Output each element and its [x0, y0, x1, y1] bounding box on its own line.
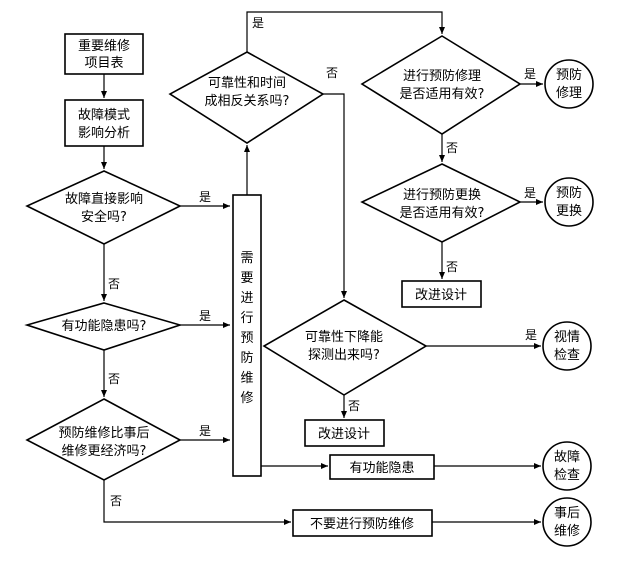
node-q-pm-replace: 进行预防更换 是否适用有效? [360, 163, 522, 243]
edge-economic-no [103, 480, 291, 525]
node-post-repair: 事后 维修 [542, 497, 592, 547]
post-repair-line1: 事后 [554, 506, 580, 521]
label-yes-pmrepair: 是 [524, 67, 536, 81]
improve-design-2-text: 改进设计 [318, 427, 370, 442]
important-items-line2: 项目表 [84, 56, 123, 71]
q-pmrepair-line2: 是否适用有效? [400, 87, 485, 102]
node-q-reliability-time: 可靠性和时间 成相反关系吗? [168, 51, 325, 144]
edge-reltime-yes [246, 11, 445, 52]
fmea-line1: 故障模式 [78, 108, 130, 123]
fault-check-line2: 检查 [554, 468, 580, 483]
node-visual-check: 视情 检查 [542, 321, 592, 371]
need-pm-char-4: 行 [240, 311, 253, 326]
q-reltime-line2: 成相反关系吗? [205, 94, 290, 109]
fmea-line2: 影响分析 [78, 125, 130, 141]
label-no-economic: 否 [110, 494, 122, 508]
label-yes-safety: 是 [199, 190, 211, 204]
need-pm-char-5: 预 [240, 331, 253, 346]
node-q-hidden: 有功能隐患吗? [24, 302, 183, 351]
pm-replace-line2: 更换 [556, 204, 582, 219]
pm-replace-line1: 预防 [556, 185, 582, 201]
need-pm-char-7: 维 [240, 371, 253, 386]
label-yes-detect: 是 [525, 328, 537, 342]
node-q-pm-repair: 进行预防修理 是否适用有效? [360, 35, 522, 135]
node-no-pm: 不要进行预防维修 [292, 509, 433, 537]
node-q-detect: 可靠性下降能 探测出来吗? [262, 299, 428, 396]
node-fmea: 故障模式 影响分析 [64, 99, 144, 147]
q-safety-line2: 安全吗? [81, 209, 127, 225]
important-items-line1: 重要维修 [78, 38, 130, 54]
pm-repair-line2: 修理 [556, 86, 582, 101]
need-pm-char-2: 要 [240, 271, 253, 286]
node-hidden-function: 有功能隐患 [329, 454, 435, 480]
q-economic-line1: 预防维修比事后 [58, 425, 149, 441]
label-no-hidden: 否 [108, 372, 120, 386]
label-no-pmrepair: 否 [446, 141, 458, 155]
label-no-reltime: 否 [326, 66, 338, 80]
label-no-safety: 否 [108, 277, 120, 291]
label-yes-economic: 是 [199, 424, 211, 438]
node-q-economic: 预防维修比事后 维修更经济吗? [25, 398, 182, 481]
node-important-items: 重要维修 项目表 [64, 33, 144, 75]
node-pm-replace: 预防 更换 [544, 177, 594, 227]
need-pm-char-8: 修 [240, 391, 253, 406]
node-need-pm: 需 要 进 行 预 防 维 修 [232, 194, 262, 477]
hidden-function-text: 有功能隐患 [349, 461, 414, 476]
label-no-pmreplace: 否 [446, 260, 458, 274]
q-pmreplace-line2: 是否适用有效? [400, 206, 485, 221]
q-economic-line2: 维修更经济吗? [62, 444, 147, 459]
visual-check-line2: 检查 [554, 348, 580, 363]
q-pmrepair-line1: 进行预防修理 [403, 68, 481, 84]
node-q-safety: 故障直接影响 安全吗? [25, 170, 182, 245]
node-improve-design-1: 改进设计 [401, 280, 482, 308]
q-reltime-line1: 可靠性和时间 [208, 76, 286, 91]
q-pmreplace-line1: 进行预防更换 [403, 187, 481, 203]
label-yes-hidden: 是 [199, 309, 211, 323]
need-pm-char-6: 防 [240, 350, 253, 366]
post-repair-line2: 维修 [554, 524, 580, 539]
node-fault-check: 故障 检查 [542, 441, 592, 491]
visual-check-line1: 视情 [554, 330, 580, 345]
q-safety-line1: 故障直接影响 [65, 191, 143, 207]
label-yes-pmreplace: 是 [524, 186, 536, 200]
q-detect-line2: 探测出来吗? [308, 348, 380, 363]
no-pm-text: 不要进行预防维修 [310, 516, 414, 532]
need-pm-char-3: 进 [240, 291, 253, 306]
need-pm-char-1: 需 [240, 251, 253, 266]
edge-reltime-no [323, 93, 347, 298]
improve-design-1-text: 改进设计 [415, 288, 467, 303]
fault-check-line1: 故障 [554, 450, 580, 465]
q-hidden-line1: 有功能隐患吗? [62, 319, 147, 334]
node-improve-design-2: 改进设计 [304, 419, 385, 447]
label-yes-reltime: 是 [252, 16, 264, 30]
node-pm-repair: 预防 修理 [544, 59, 594, 109]
label-no-detect: 否 [348, 399, 360, 413]
edge-labels: 是 否 是 否 是 否 是 否 是 否 是 否 是 否 [108, 16, 537, 508]
q-detect-line1: 可靠性下降能 [305, 330, 383, 345]
pm-repair-line1: 预防 [556, 67, 582, 83]
